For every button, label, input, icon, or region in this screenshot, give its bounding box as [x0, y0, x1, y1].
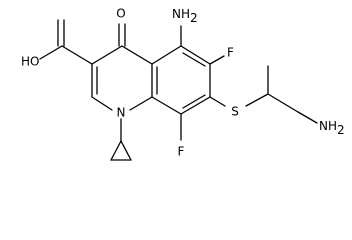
bond-c8-c8a: [151, 96, 182, 115]
bond-c4a-c5: [151, 45, 182, 65]
pyridone-ring: [91, 45, 153, 111]
substituent-bonds: [39, 19, 226, 142]
structure-diagram: O NH2 HO F F N S NH2: [21, 6, 345, 161]
amino-label: NH2: [172, 7, 198, 25]
bond-ch2-n: [297, 111, 318, 124]
fluorine-bottom-label: F: [178, 145, 185, 159]
bond-ch-ch2: [267, 93, 299, 113]
bond-c4-c4a: [121, 45, 153, 65]
oxo-oxygen-label: O: [116, 7, 125, 21]
benzene-ring: [151, 45, 211, 115]
bond-cp-1: [110, 140, 122, 161]
side-chain-subscript: 2: [337, 123, 345, 137]
bond-c6-f: [209, 55, 225, 65]
bond-n1-c2: [91, 96, 113, 111]
bond-c-oh: [39, 45, 63, 60]
sulfur-label: S: [231, 105, 239, 119]
bond-c5-c6: [180, 45, 211, 65]
side-chain-nh-text: NH: [319, 119, 337, 133]
hydroxyl-label: HO: [21, 55, 39, 69]
bond-cp-3: [120, 140, 132, 161]
cyclopropyl-ring: [110, 140, 132, 161]
ring-nitrogen-label: N: [117, 106, 126, 120]
bond-c3-cooh: [61, 45, 93, 65]
side-chain-amine-label: NH2: [319, 119, 345, 137]
aminopropyl-chain: [245, 65, 318, 124]
fluorine-top-label: F: [227, 46, 234, 60]
bond-c7-c8: [180, 96, 211, 115]
bond-c3-c4: [91, 45, 123, 65]
bond-c7-s: [209, 96, 226, 107]
bond-c5-c6-double: [182, 52, 206, 67]
amino-subscript: 2: [190, 11, 198, 25]
molecule-drawing: O NH2 HO F F N S NH2: [21, 7, 345, 161]
bond-c7-c8-double: [182, 94, 206, 109]
amino-nh-text: NH: [172, 7, 190, 21]
bond-s-ch: [245, 93, 269, 107]
bond-c8a-n1: [129, 96, 153, 111]
